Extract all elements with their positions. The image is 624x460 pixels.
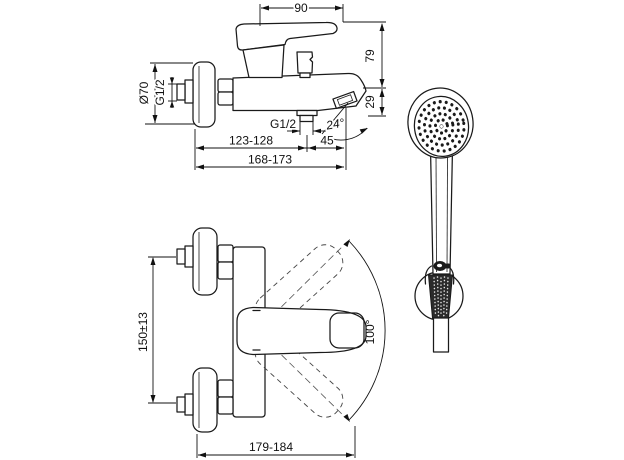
dim-123-128-label: 123-128 xyxy=(229,134,273,148)
lever-neck-side xyxy=(242,44,285,79)
dim-g12-inlet-label: G1/2 xyxy=(153,79,167,105)
shower-handle xyxy=(429,147,454,275)
holder-knurled-cone xyxy=(427,274,454,319)
dim-79: 79 xyxy=(343,21,386,89)
shower-nozzle-dots xyxy=(417,100,466,153)
hand-shower-drawing xyxy=(407,87,474,353)
dim-g12-outlet: G1/2 xyxy=(268,115,326,135)
dim-90-label: 90 xyxy=(294,1,308,15)
dim-45-label: 45 xyxy=(320,134,334,148)
dim-90: 90 xyxy=(259,0,344,26)
lever-handle-side xyxy=(235,21,338,51)
dim-179-184: 179-184 xyxy=(196,426,356,458)
dim-29-label: 29 xyxy=(363,95,377,109)
dim-24deg-label: 24° xyxy=(324,116,345,133)
dim-29: 29 xyxy=(361,89,386,117)
dim-168-173-label: 168-173 xyxy=(248,153,292,167)
escutcheon-bottom-front xyxy=(192,367,218,433)
dim-d70-label: Ø70 xyxy=(137,81,151,104)
dim-g12-inlet: G1/2 xyxy=(151,77,177,108)
hex-nut-bottom-front xyxy=(217,379,234,415)
shower-hose xyxy=(432,317,450,353)
escutcheon-side xyxy=(192,61,216,128)
dim-g12-outlet-label: G1/2 xyxy=(270,117,296,131)
mixer-body-side xyxy=(232,72,367,112)
lever-handle-front xyxy=(236,306,367,356)
dim-179-184-label: 179-184 xyxy=(249,440,293,454)
inlet-nipple-side xyxy=(176,79,194,104)
dim-168-173: 168-173 xyxy=(196,151,344,170)
hex-nut-side xyxy=(217,78,234,106)
hex-nut-top-front xyxy=(217,244,234,280)
escutcheon-top-front xyxy=(192,227,218,296)
dim-d70: Ø70 xyxy=(135,62,195,125)
dim-150-label: 150±13 xyxy=(136,312,150,352)
dim-150: 150±13 xyxy=(134,256,176,404)
inlet-nipple-top-front xyxy=(176,245,194,268)
inlet-nipple-bottom-front xyxy=(176,393,194,416)
hose-outlet-fitting xyxy=(296,109,318,123)
shower-holder-clip xyxy=(424,265,455,285)
dim-24deg: 24° xyxy=(321,102,368,170)
diverter-knob xyxy=(296,51,314,79)
front-view-drawing: 100° 150±13 179-184 xyxy=(134,227,386,458)
shower-head xyxy=(407,87,474,159)
side-view-drawing: 90 79 29 Ø70 xyxy=(135,0,386,170)
dim-79-label: 79 xyxy=(363,49,377,63)
handle-swing-dashed xyxy=(254,241,348,420)
dim-123-128-and-45: 123-128 45 xyxy=(194,129,344,170)
